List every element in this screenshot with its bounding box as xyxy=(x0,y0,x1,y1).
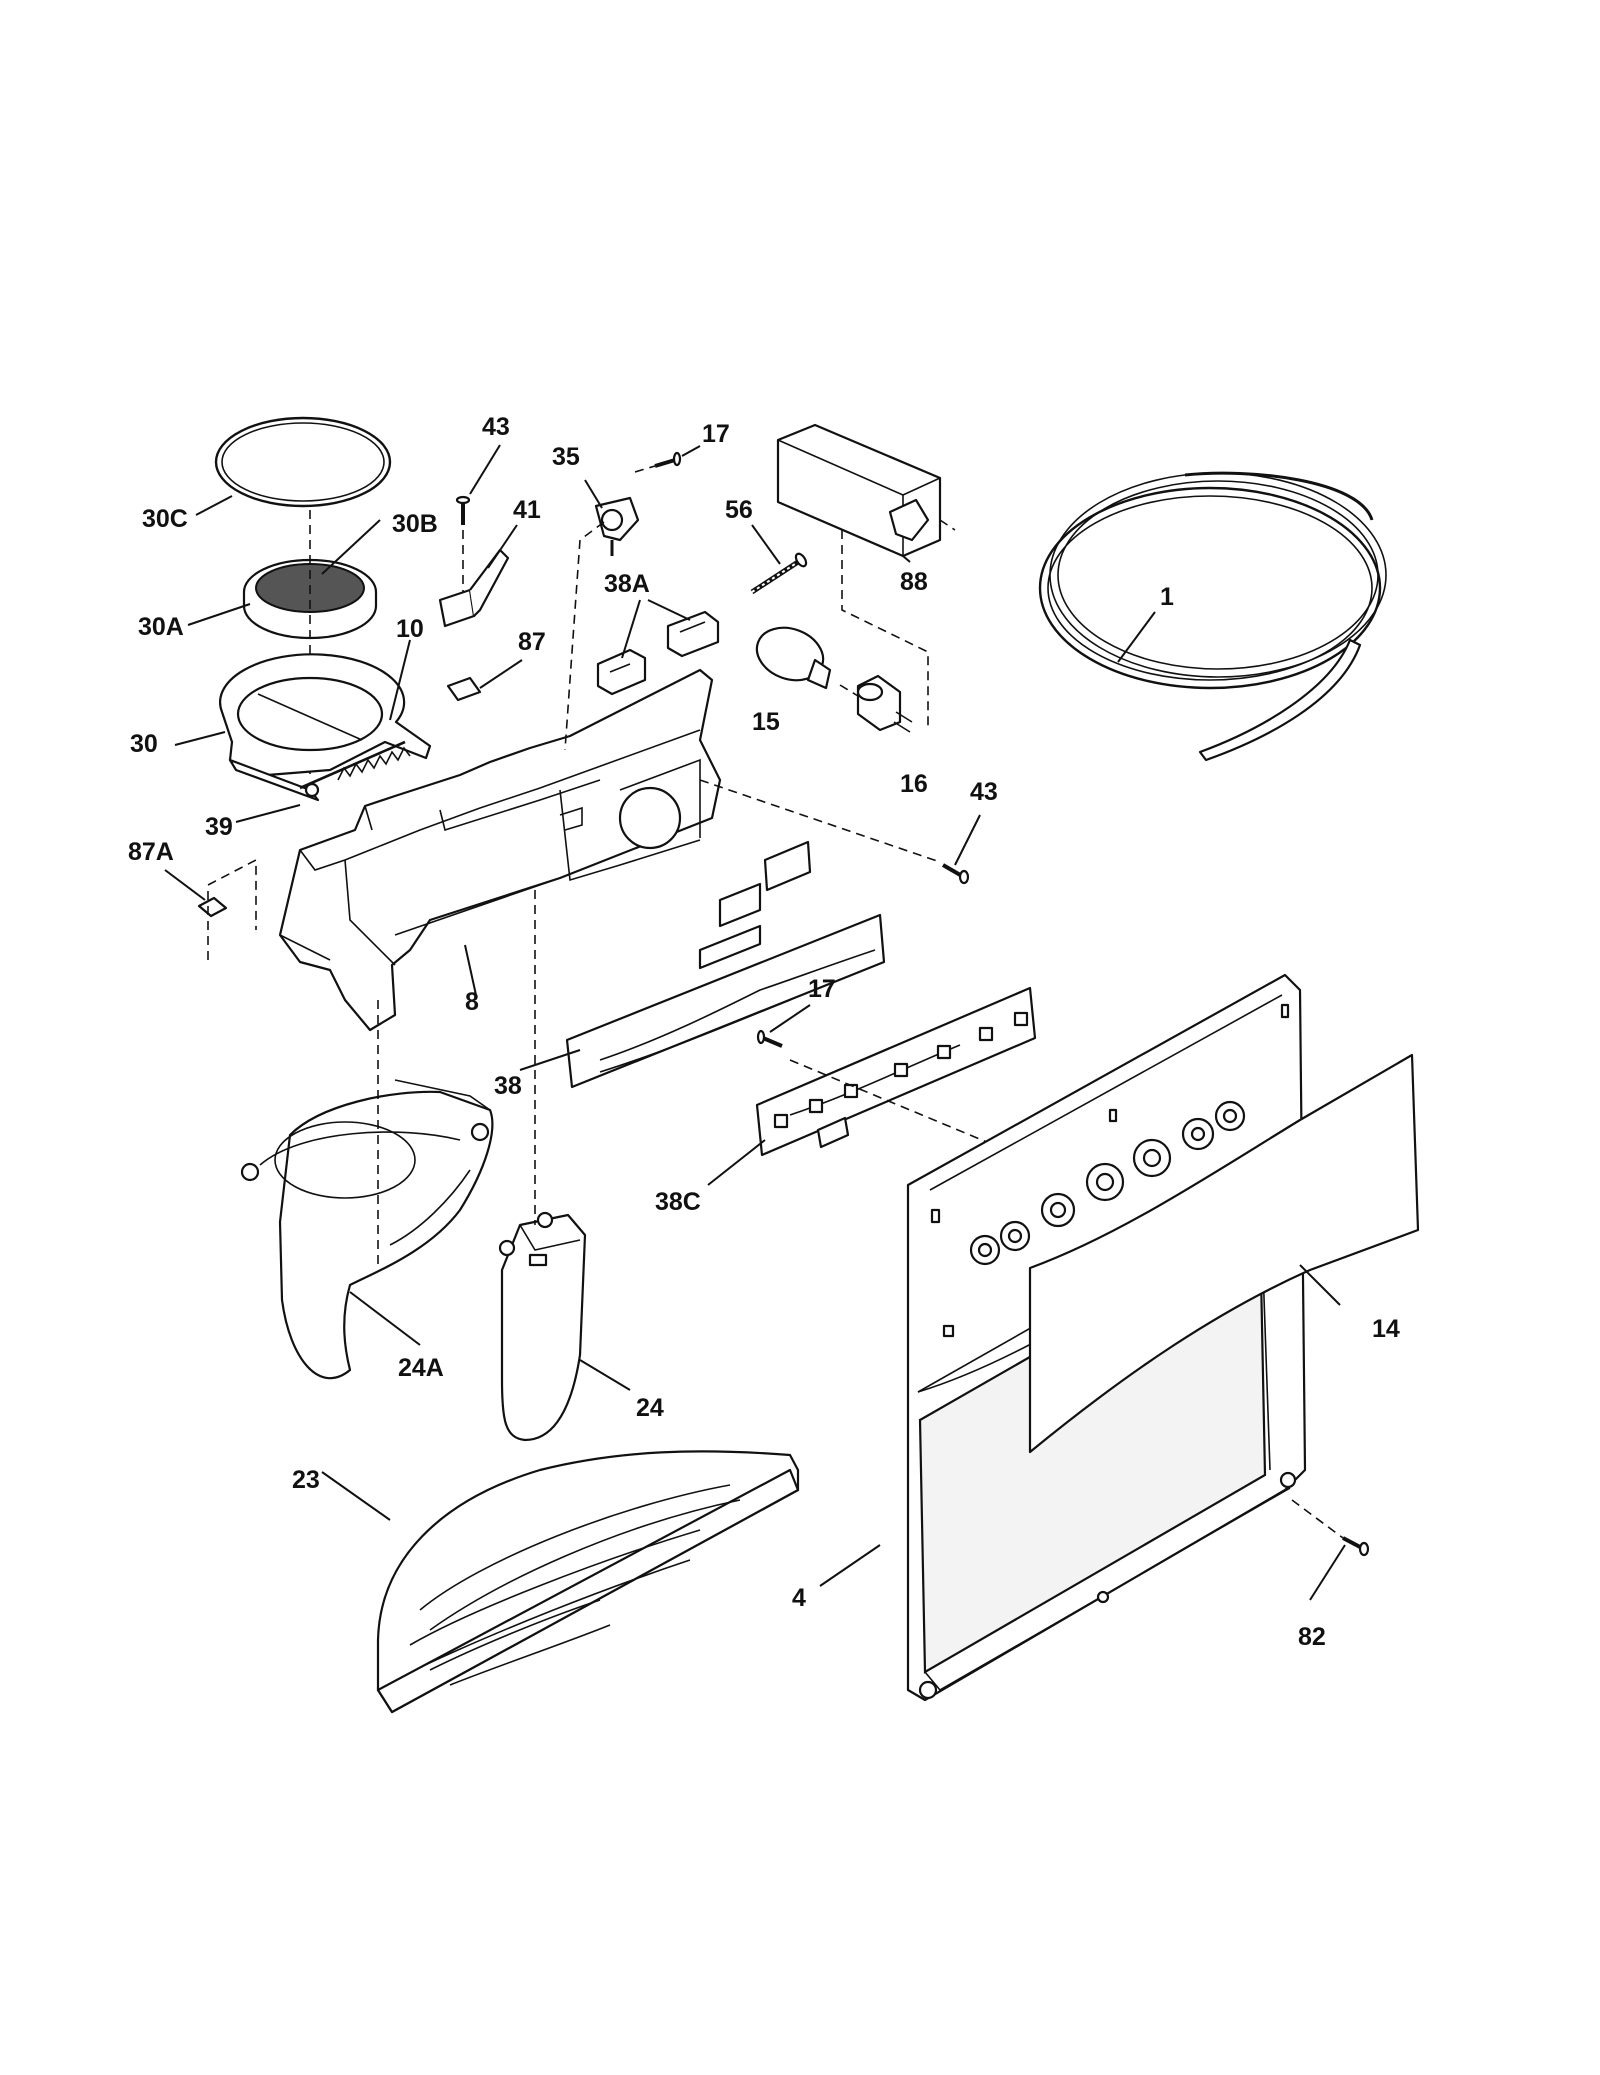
part-88-control-box xyxy=(776,423,942,558)
part-56-long-screw xyxy=(750,552,808,595)
label-10: 10 xyxy=(396,615,424,643)
part-82-screw xyxy=(1342,1536,1370,1557)
label-38: 38 xyxy=(494,1072,522,1100)
label-30c: 30C xyxy=(142,505,188,533)
label-87a: 87A xyxy=(128,838,174,866)
part-43-screw-top xyxy=(455,495,471,525)
part-15-light-bulb xyxy=(755,626,832,690)
label-17-top: 17 xyxy=(702,420,730,448)
callout-labels: 30C 30B 30A 30 10 39 87A 8 43 41 87 35 1… xyxy=(128,413,1400,1651)
label-24a: 24A xyxy=(398,1354,444,1382)
part-41-bracket xyxy=(438,548,510,628)
part-24a-ice-chute xyxy=(240,1079,494,1380)
part-38c-control-board xyxy=(755,986,1037,1157)
label-43-top: 43 xyxy=(482,413,510,441)
label-41: 41 xyxy=(513,496,541,524)
label-39: 39 xyxy=(205,813,233,841)
part-35-switch xyxy=(594,496,640,556)
label-8: 8 xyxy=(465,988,479,1016)
part-17-screw-top xyxy=(654,451,682,468)
label-14: 14 xyxy=(1372,1315,1400,1343)
label-87: 87 xyxy=(518,628,546,656)
part-8-dispenser-housing xyxy=(278,668,722,1032)
part-43-screw-right xyxy=(941,863,970,885)
label-30b: 30B xyxy=(392,510,438,538)
part-23-drip-tray xyxy=(376,1450,800,1714)
label-30: 30 xyxy=(130,730,158,758)
label-23: 23 xyxy=(292,1466,320,1494)
part-24-flapper-door xyxy=(498,1211,587,1442)
label-56: 56 xyxy=(725,496,753,524)
part-17-screw-middle xyxy=(756,1029,783,1048)
label-30a: 30A xyxy=(138,613,184,641)
label-88: 88 xyxy=(900,568,928,596)
label-38a: 38A xyxy=(604,570,650,598)
label-16: 16 xyxy=(900,770,928,798)
label-17-middle: 17 xyxy=(808,975,836,1003)
part-30-ring-housing xyxy=(219,653,432,802)
part-38-circuit-board xyxy=(565,840,886,1089)
part-30c-gasket-ring xyxy=(214,416,392,508)
part-39-spring xyxy=(299,740,411,798)
label-38c: 38C xyxy=(655,1188,701,1216)
part-14-overlay-panel xyxy=(1028,1053,1420,1454)
label-4: 4 xyxy=(792,1584,806,1612)
part-38a-microswitches xyxy=(596,610,720,696)
label-82: 82 xyxy=(1298,1623,1326,1651)
label-15: 15 xyxy=(752,708,780,736)
label-1: 1 xyxy=(1160,583,1174,611)
leader-lines xyxy=(164,444,1346,1601)
part-16-socket xyxy=(856,674,913,733)
part-87-clip xyxy=(446,676,482,702)
part-1-tubing-coil xyxy=(1038,471,1387,762)
label-43-right: 43 xyxy=(970,778,998,806)
label-35: 35 xyxy=(552,443,580,471)
label-24: 24 xyxy=(636,1394,664,1422)
part-87a-clip xyxy=(197,896,228,918)
